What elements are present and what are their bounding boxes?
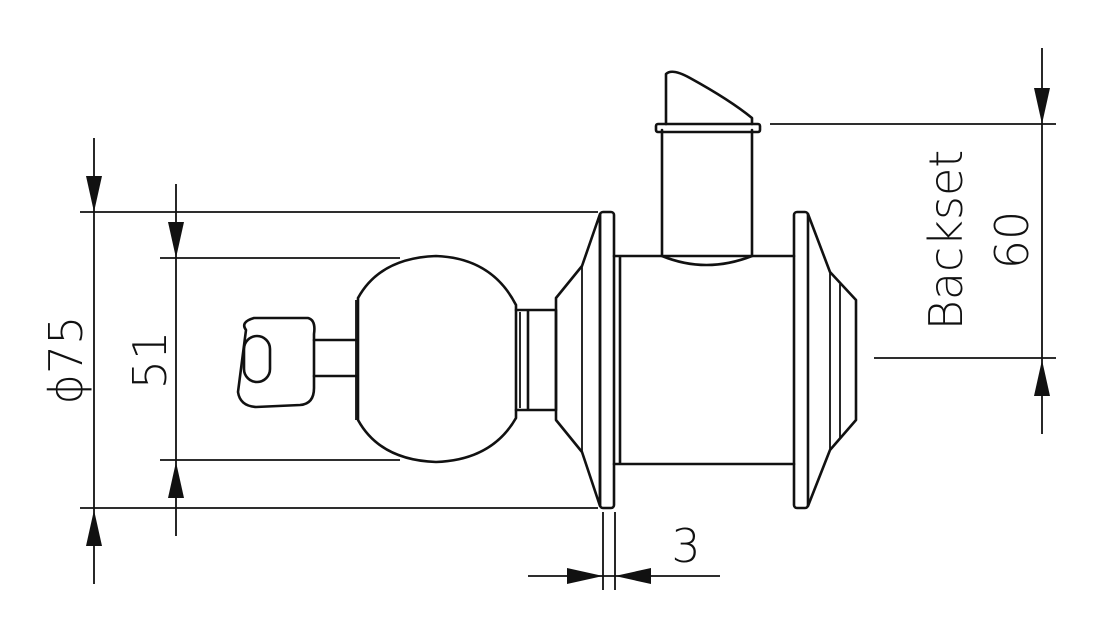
key-shank [312,338,358,378]
left-rose-plate [598,210,616,510]
key-hole [242,334,272,384]
key-bow [236,316,316,409]
latch-tube [660,128,754,267]
lock-body [612,254,796,466]
backset-label: Backset [919,150,973,331]
diameter-symbol: ϕ [39,374,93,404]
knob-neck [514,308,558,412]
thickness-value: 3 [671,519,700,573]
dimension-outer-diameter: ϕ75 [39,138,598,584]
knob-assembly [236,70,858,510]
right-rose [806,212,858,508]
latch-bolt [664,70,754,126]
knob-ball [356,254,518,464]
left-rose [554,212,602,508]
dimension-rose-thickness: 3 [528,512,720,590]
dimension-inner-height: 51 [123,184,400,536]
right-rose-plate [792,210,810,510]
svg-text:ϕ75: ϕ75 [39,316,93,405]
backset-value: 60 [985,211,1039,270]
diameter-value: 75 [39,316,93,375]
height-value: 51 [123,331,177,390]
dimension-backset: Backset 60 [770,48,1056,434]
latch-flange [654,122,762,134]
